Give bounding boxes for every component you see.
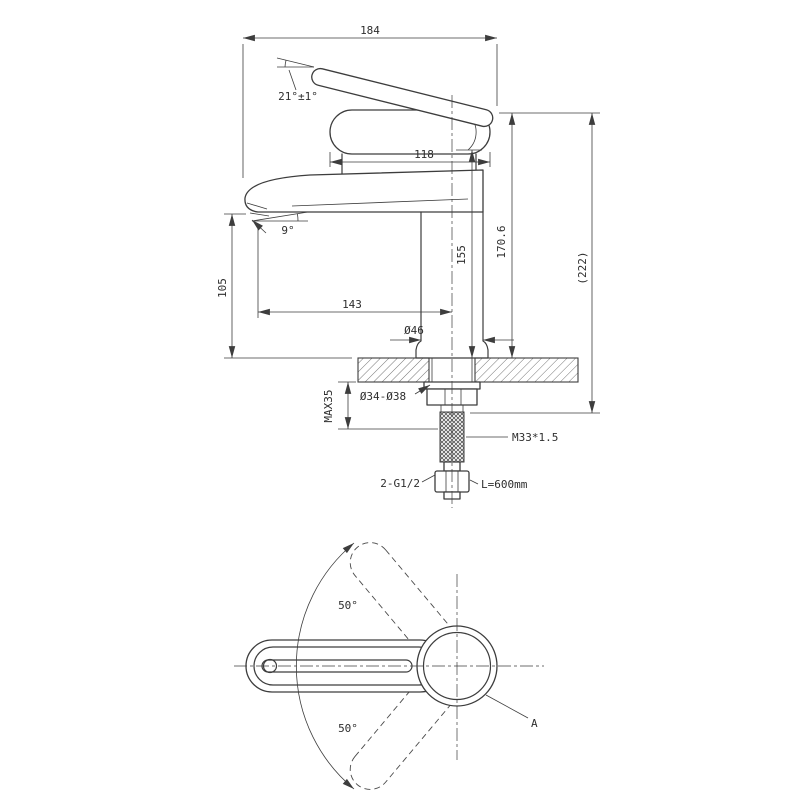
- countertop-section: [357, 357, 579, 383]
- faucet-head: [329, 109, 491, 155]
- hose-nut-facets: [445, 471, 459, 492]
- dim-label-170-6: 170.6: [495, 225, 508, 258]
- dim-head-length: 118: [329, 148, 491, 167]
- dim-label-d46: Ø46: [404, 324, 424, 337]
- handle-boss-inner: [422, 631, 492, 701]
- dim-label-222: (222): [576, 251, 589, 284]
- dim-label-hole: Ø34-Ø38: [360, 390, 406, 403]
- dim-label-inlet: 2-G1/2: [380, 477, 420, 490]
- dim-handle-angle: 21°±1°: [276, 57, 318, 103]
- faucet-handle: [311, 67, 494, 128]
- faucet-spout: [244, 169, 484, 213]
- handle-swing-lower: [349, 660, 465, 790]
- dim-label-21: 21°±1°: [278, 90, 318, 103]
- dim-height-222: (222): [470, 113, 600, 414]
- dim-label-50-upper: 50°: [338, 599, 358, 612]
- mounting-nut-facets: [444, 389, 462, 405]
- detail-label-a: A: [531, 717, 538, 730]
- label-inlet-spec: 2-G1/2: [380, 474, 436, 490]
- dim-spout-height: 105: [216, 213, 352, 359]
- plan-view: 50° 50° A: [234, 542, 544, 790]
- handle-swing-upper: [349, 542, 465, 672]
- mounting-shank: [431, 358, 473, 382]
- dim-height-155: 155: [455, 149, 482, 358]
- dim-label-hose: L=600mm: [481, 478, 528, 491]
- detail-callout-a: A: [485, 694, 538, 730]
- faucet-outline: [244, 67, 494, 359]
- dim-max-deck: MAX35: [322, 381, 438, 430]
- dim-label-thread: M33*1.5: [512, 431, 558, 444]
- dim-label-9: 9°: [281, 224, 294, 237]
- dim-label-184: 184: [360, 24, 380, 37]
- dim-overall-width: 184: [242, 24, 498, 178]
- aerator: [246, 202, 270, 217]
- threaded-rod: [440, 405, 464, 412]
- dim-body-diameter: Ø46: [390, 324, 514, 344]
- dim-spout-angle: 9°: [251, 211, 309, 237]
- dim-label-143: 143: [342, 298, 362, 311]
- dim-hole-diameter: Ø34-Ø38: [360, 384, 431, 403]
- label-thread-spec: M33*1.5: [466, 431, 558, 444]
- dim-height-170-6: 170.6: [495, 112, 600, 358]
- dim-spout-reach: 143: [257, 226, 452, 318]
- dim-label-105: 105: [216, 278, 229, 298]
- label-hose-length: L=600mm: [469, 478, 528, 491]
- dim-label-50-lower: 50°: [338, 722, 358, 735]
- dim-label-118: 118: [414, 148, 434, 161]
- side-view: 184 21°±1° 118 155 170.6: [216, 24, 600, 508]
- spout-seam-line: [291, 198, 469, 207]
- countertop-right: [474, 357, 579, 383]
- dim-label-max35: MAX35: [322, 389, 335, 422]
- countertop-left: [357, 357, 430, 383]
- dim-label-155: 155: [455, 245, 468, 265]
